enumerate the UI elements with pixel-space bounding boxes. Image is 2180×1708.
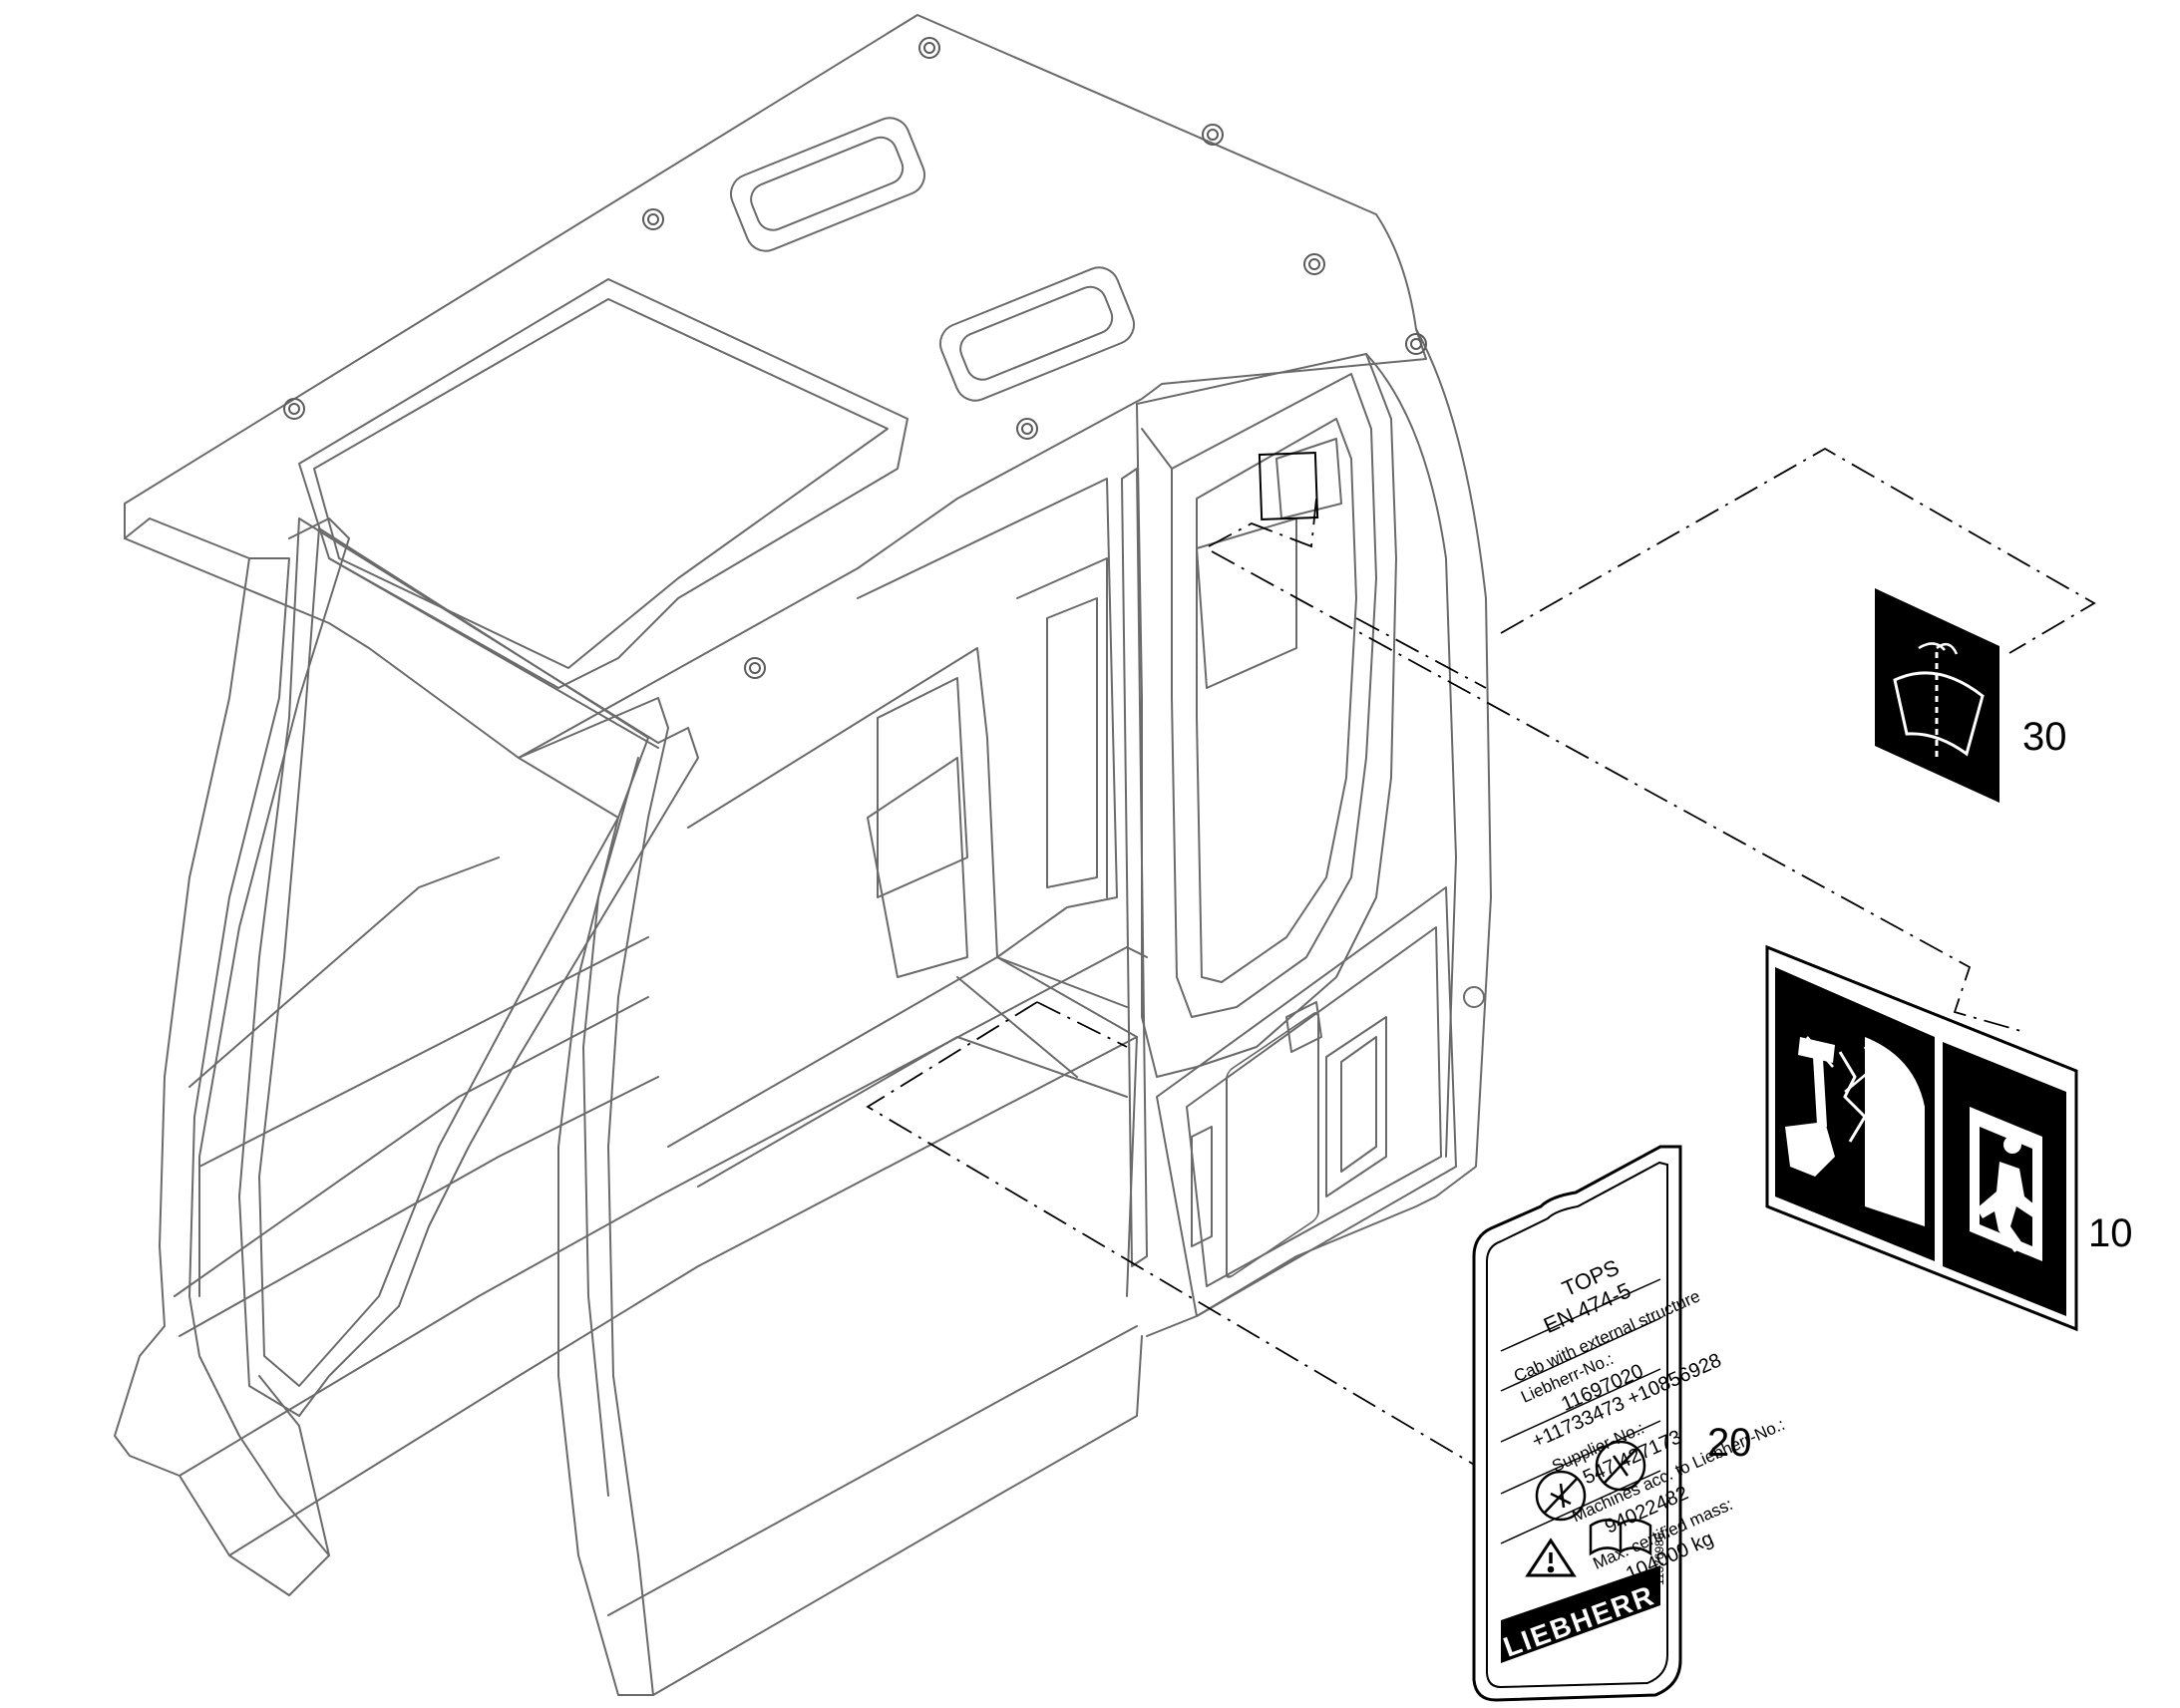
glass-hammer-icon xyxy=(1785,1036,1925,1226)
no-drilling-icon xyxy=(1595,1440,1646,1492)
emergency-exit-icon xyxy=(1970,1107,2042,1261)
leader-lines xyxy=(866,447,2096,1467)
no-welding-icon xyxy=(1535,1470,1587,1522)
label-30 xyxy=(1875,588,1999,803)
sticker-location xyxy=(1258,452,1319,520)
warning-triangle-icon xyxy=(1525,1537,1577,1577)
windshield-washer-icon xyxy=(1893,642,1985,758)
label-20-tops-plate: TOPS EN 474-5 Cab with external structur… xyxy=(1472,1145,1788,1702)
manual-book-icon xyxy=(1589,1519,1652,1556)
label-10 xyxy=(1765,944,2078,1332)
cab-frame xyxy=(114,14,1492,1696)
plate-brand-band xyxy=(1501,1565,1660,1663)
callout-20: 20 xyxy=(1707,1421,1752,1465)
frame-bolts xyxy=(283,37,1427,679)
callout-30: 30 xyxy=(2022,715,2067,759)
callout-10: 10 xyxy=(2088,1211,2133,1255)
